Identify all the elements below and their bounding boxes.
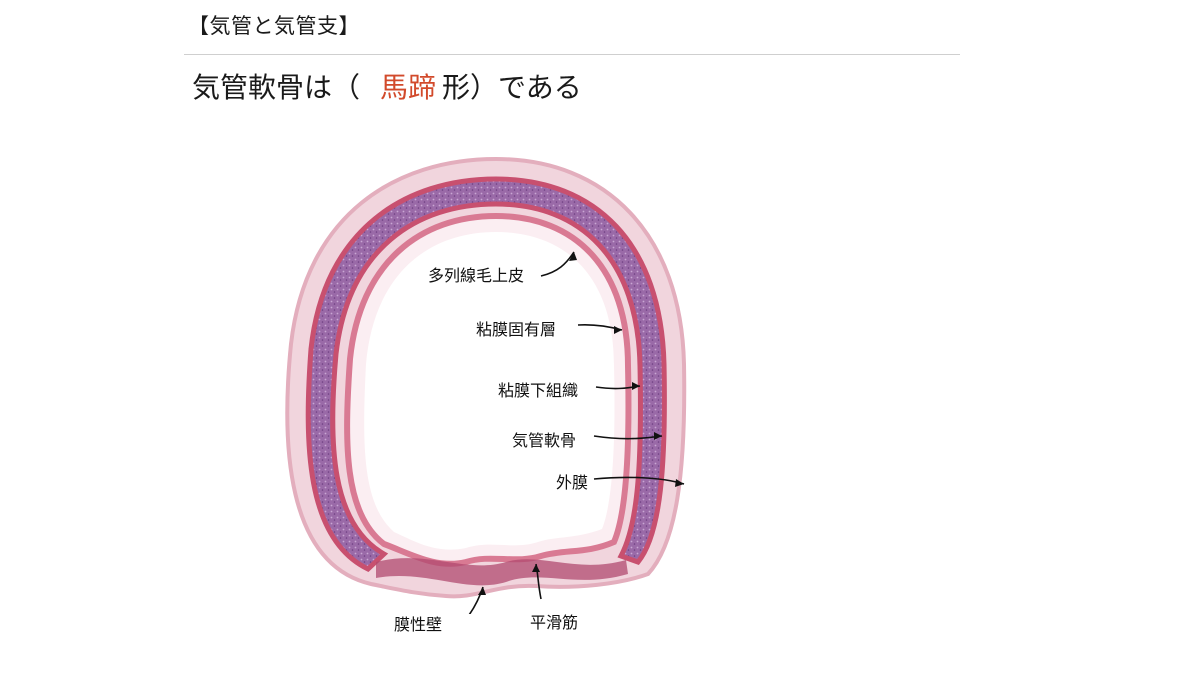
label-cartilage: 気管軟骨 xyxy=(512,431,577,450)
label-epithelium: 多列線毛上皮 xyxy=(428,266,525,285)
label-lamina-propria: 粘膜固有層 xyxy=(476,320,557,339)
label-membranous-wall: 膜性壁 xyxy=(394,615,443,634)
trachea-illustration xyxy=(285,156,687,614)
membranous-wall xyxy=(376,558,628,586)
question-prefix: 気管軟骨は（ xyxy=(192,71,361,104)
label-adventitia: 外膜 xyxy=(556,473,589,492)
trachea-cross-section-figure: 多列線毛上皮 粘膜固有層 粘膜下組織 気管軟骨 外膜 膜性壁 平滑筋 xyxy=(276,144,696,634)
answer-text: 馬蹄 xyxy=(380,71,437,104)
cartilage-ring xyxy=(305,176,667,572)
lumen xyxy=(364,232,615,550)
label-submucosa: 粘膜下組織 xyxy=(498,381,579,400)
question-suffix: 形）である xyxy=(442,71,582,104)
divider xyxy=(184,54,960,55)
question-sentence: 気管軟骨は（ 馬蹄形）である xyxy=(192,66,582,106)
label-smooth-muscle: 平滑筋 xyxy=(530,613,579,632)
pointer-epithelium xyxy=(540,251,575,277)
section-title: 【気管と気管支】 xyxy=(188,14,360,38)
